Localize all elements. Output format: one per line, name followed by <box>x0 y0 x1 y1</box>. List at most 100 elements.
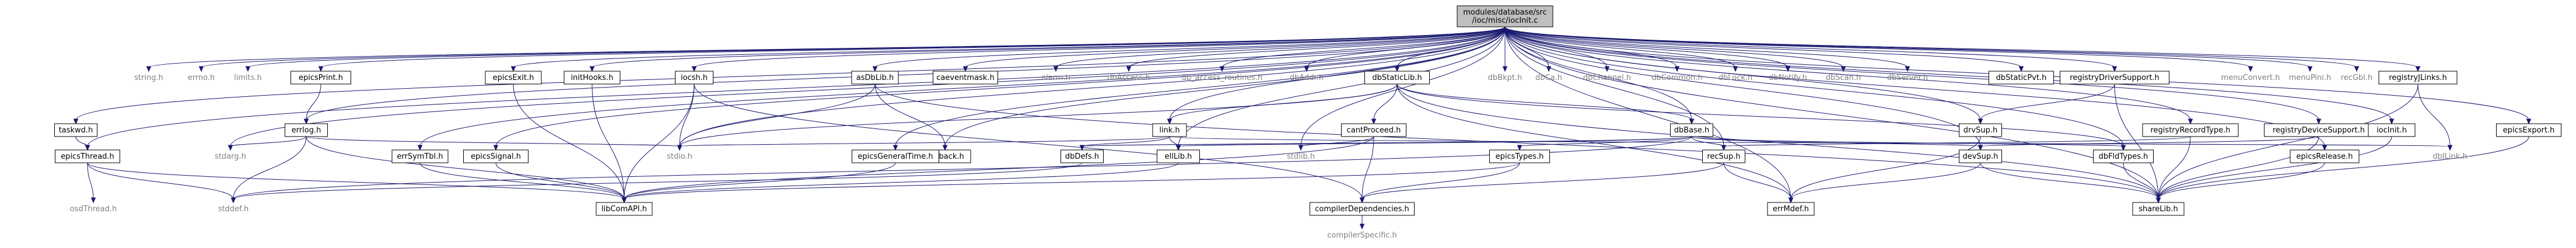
node-ellLib[interactable]: ellLib.h <box>1157 149 1200 163</box>
node-recSup[interactable]: recSup.h <box>1702 149 1745 163</box>
node-errSymTbl[interactable]: errSymTbl.h <box>391 149 449 163</box>
arrowhead-epicsTypes-to-libComAPI <box>621 197 627 204</box>
arrowhead-root-to-epicsPrint <box>318 66 324 72</box>
edge-dbBase-to-stddef <box>233 136 1692 200</box>
node-iocInit[interactable]: iocInit.h <box>2368 123 2416 137</box>
node-label-dbScan: dbScan.h <box>1826 74 1861 82</box>
arrowhead-root-to-iocInit <box>2389 118 2395 125</box>
node-dbBase[interactable]: dbBase.h <box>1670 123 1713 137</box>
node-label-dbFldTypes: dbFldTypes.h <box>2099 152 2148 161</box>
node-label-drvSup: drvSup.h <box>1964 126 1997 135</box>
node-initHooks[interactable]: initHooks.h <box>564 71 621 85</box>
edge-root-to-epicsPrint <box>320 26 1506 68</box>
node-epicsSignal[interactable]: epicsSignal.h <box>463 149 528 163</box>
arrowhead-root-to-taskwd <box>73 118 79 125</box>
node-root[interactable]: modules/database/src/ioc/misc/iocInit.c <box>1457 5 1553 27</box>
node-label-dbJLink: dbJLink.h <box>2432 152 2467 161</box>
node-dbFldTypes[interactable]: dbFldTypes.h <box>2093 149 2154 163</box>
node-registryDeviceSupport[interactable]: registryDeviceSupport.h <box>2264 123 2374 137</box>
node-errMdef[interactable]: errMdef.h <box>1767 202 1815 216</box>
edge-root-to-dbNotify <box>1504 26 1788 68</box>
edge-errlog-to-stdarg <box>230 136 307 147</box>
node-box-ellLib <box>1157 149 1200 163</box>
node-iocsh[interactable]: iocsh.h <box>675 71 713 85</box>
node-label-recSup: recSup.h <box>1707 152 1740 161</box>
node-label-epicsSignal: epicsSignal.h <box>471 152 521 161</box>
node-label-epicsRelease: epicsRelease.h <box>2297 152 2353 161</box>
node-box-taskwd <box>54 123 97 137</box>
node-label-epicsExport: epicsExport.h <box>2503 126 2555 135</box>
node-errlog[interactable]: errlog.h <box>285 123 328 137</box>
node-epicsPrint[interactable]: epicsPrint.h <box>290 71 351 85</box>
node-label-ellLib: ellLib.h <box>1165 152 1192 161</box>
node-box-epicsTypes <box>1489 149 1550 163</box>
edge-root-to-stdlib <box>1300 26 1506 147</box>
edge-root-to-epicsGeneralTime <box>895 26 1506 147</box>
node-dbJLink: dbJLink.h <box>2432 152 2467 161</box>
edge-epicsSignal-to-libComAPI <box>495 162 625 200</box>
node-epicsExit[interactable]: epicsExit.h <box>485 71 542 85</box>
node-label-dbCa: dbCa.h <box>1535 74 1562 82</box>
node-dbStaticLib[interactable]: dbStaticLib.h <box>1364 71 1430 85</box>
node-epicsGeneralTime[interactable]: epicsGeneralTime.h <box>852 149 939 163</box>
arrowhead-registryRecordType-to-recSup <box>1721 145 1727 151</box>
node-label-epicsTypes: epicsTypes.h <box>1496 152 1544 161</box>
edge-registryRecordType-to-recSup <box>1723 136 2191 147</box>
node-devSup[interactable]: devSup.h <box>1959 149 2002 163</box>
edge-dbBase-to-devSup <box>1691 136 1981 147</box>
node-compilerDependencies[interactable]: compilerDependencies.h <box>1310 202 1415 216</box>
node-label-compilerDependencies: compilerDependencies.h <box>1315 205 1409 214</box>
node-box-errMdef <box>1767 202 1815 216</box>
edge-root-to-dbFldTypes <box>1504 26 2124 147</box>
edge-cantProceed-to-stdlib <box>1300 136 1374 147</box>
node-box-shareLib <box>2132 202 2185 216</box>
edge-root-to-string <box>148 26 1506 68</box>
node-label-menuConvert: menuConvert.h <box>2221 74 2280 82</box>
edge-root-to-alarm <box>1055 26 1506 68</box>
node-box-devSup <box>1959 149 2002 163</box>
edge-errlog-to-stdio <box>306 136 680 147</box>
edge-registryDriverSupport-to-shareLib <box>2114 83 2159 200</box>
node-epicsRelease[interactable]: epicsRelease.h <box>2290 149 2360 163</box>
node-cantProceed[interactable]: cantProceed.h <box>1341 123 1406 137</box>
node-registryDriverSupport[interactable]: registryDriverSupport.h <box>2060 71 2169 85</box>
node-epicsExport[interactable]: epicsExport.h <box>2496 123 2561 137</box>
edge-root-to-initHooks <box>592 26 1506 68</box>
node-drvSup[interactable]: drvSup.h <box>1959 123 2002 137</box>
node-epicsThread[interactable]: epicsThread.h <box>55 149 120 163</box>
node-label-dbNotify: dbNotify.h <box>1769 74 1807 82</box>
node-compilerSpecific: compilerSpecific.h <box>1327 231 1397 240</box>
node-dbStaticPvt[interactable]: dbStaticPvt.h <box>1989 71 2054 85</box>
node-label-alarm: alarm.h <box>1041 74 1070 82</box>
edge-asDbLib-to-stdio <box>679 83 876 147</box>
node-dbBkpt: dbBkpt.h <box>1488 74 1522 82</box>
node-dbScan: dbScan.h <box>1826 74 1861 82</box>
node-shareLib[interactable]: shareLib.h <box>2132 202 2185 216</box>
node-link[interactable]: link.h <box>1152 123 1187 137</box>
arrowhead-root-to-initHooks <box>589 66 595 72</box>
arrowhead-compilerDependencies-to-compilerSpecific <box>1359 223 1365 230</box>
node-dbAddr: dbAddr.h <box>1290 74 1324 82</box>
node-registryJLinks[interactable]: registryJLinks.h <box>2378 71 2458 85</box>
node-box-link <box>1152 123 1187 137</box>
node-registryRecordType[interactable]: registryRecordType.h <box>2142 123 2239 137</box>
node-dbDefs[interactable]: dbDefs.h <box>1060 149 1104 163</box>
edge-dbStaticLib-to-cantProceed <box>1373 83 1398 121</box>
node-taskwd[interactable]: taskwd.h <box>54 123 97 137</box>
arrowhead-link-to-stdio <box>677 145 682 151</box>
edge-epicsRelease-to-shareLib <box>2158 162 2325 200</box>
node-epicsTypes[interactable]: epicsTypes.h <box>1489 149 1550 163</box>
edge-devSup-to-shareLib <box>1980 162 2159 200</box>
node-box-caeventmask <box>933 71 998 85</box>
arrowhead-root-to-limits <box>245 66 251 72</box>
edge-dbStaticLib-to-stdio <box>679 83 1398 147</box>
arrowhead-root-to-epicsExit <box>510 66 516 72</box>
node-libComAPI[interactable]: libComAPI.h <box>596 202 653 216</box>
node-caeventmask[interactable]: caeventmask.h <box>933 71 998 85</box>
node-dbCa: dbCa.h <box>1535 74 1562 82</box>
edge-root-to-devSup <box>1504 26 1981 147</box>
node-box-recSup <box>1702 149 1745 163</box>
arrowhead-root-to-epicsGeneralTime <box>892 145 898 151</box>
node-asDbLib[interactable]: asDbLib.h <box>851 71 899 85</box>
